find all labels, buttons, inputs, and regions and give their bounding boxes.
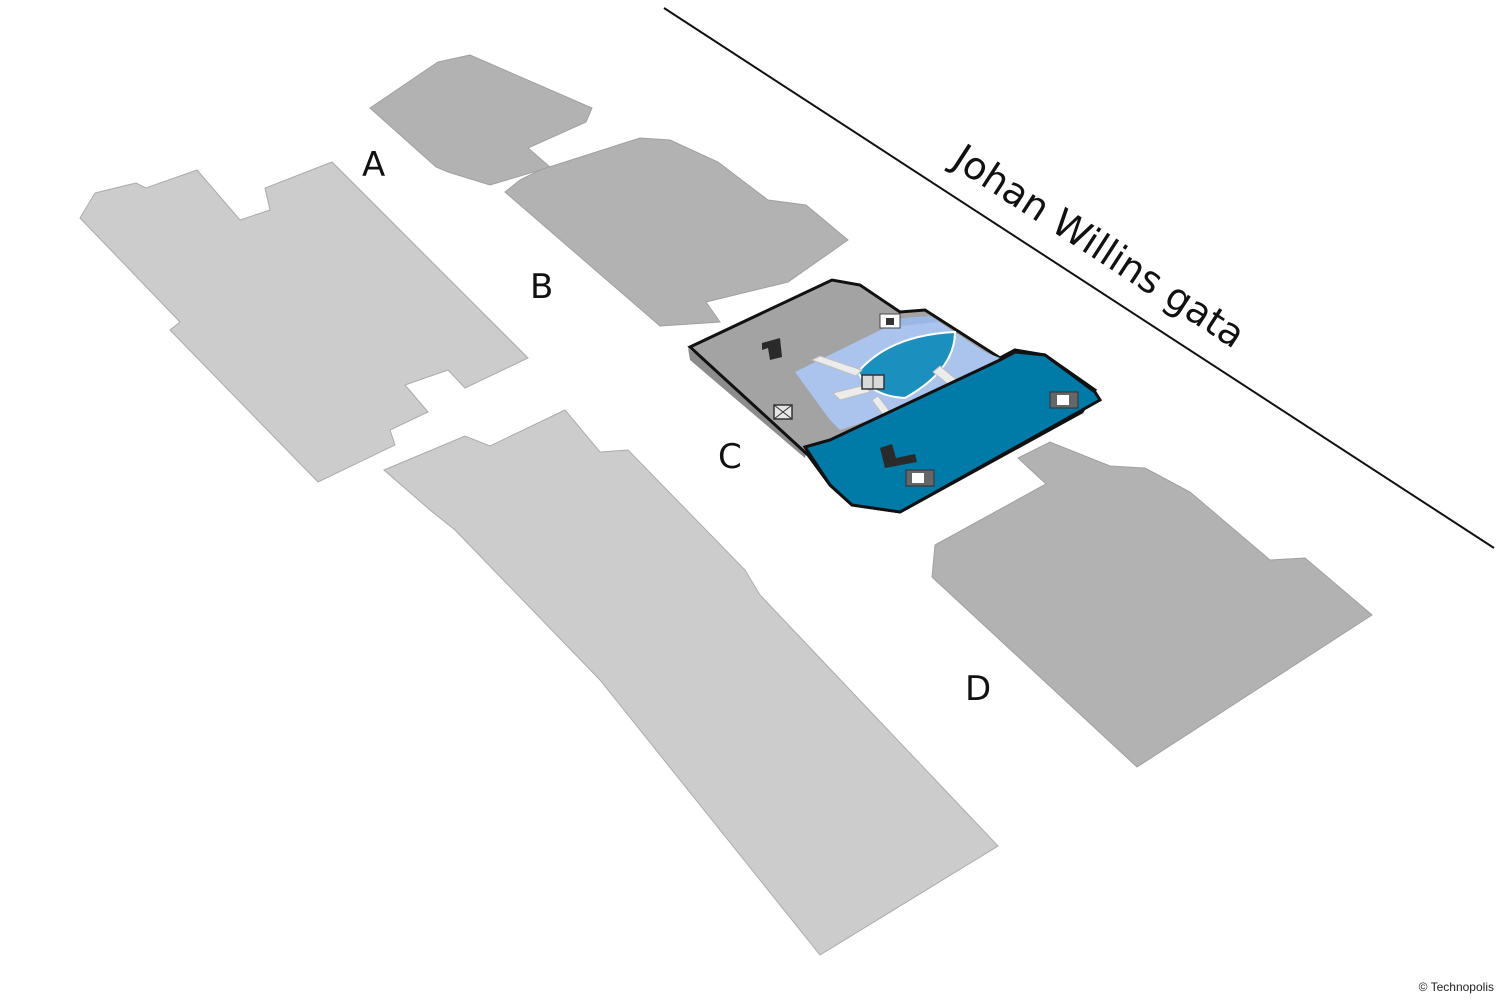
building-label-a: A xyxy=(362,145,385,185)
building-b-north xyxy=(369,54,593,186)
elevator-icon xyxy=(1049,391,1079,409)
bridge-1 xyxy=(810,355,863,377)
elevator-icon xyxy=(879,313,901,329)
stairs-icon xyxy=(880,444,917,468)
building-a-south xyxy=(383,409,999,956)
building-c-grey-side xyxy=(688,348,808,458)
building-c-blue-floor xyxy=(802,350,1103,514)
building-label-b: B xyxy=(530,267,553,307)
bridge-2 xyxy=(832,384,871,401)
building-label-c: C xyxy=(718,437,742,477)
street-label: Johan Willins gata xyxy=(943,135,1253,357)
street-line xyxy=(663,7,1495,549)
elevator-icon xyxy=(861,374,885,390)
building-b-south xyxy=(504,137,849,327)
elevator-icon xyxy=(905,469,935,487)
copyright-notice: © Technopolis xyxy=(1418,980,1494,994)
building-label-d: D xyxy=(965,669,991,709)
building-a-west xyxy=(79,161,529,483)
elevator-icon xyxy=(773,404,793,420)
stairs-icon xyxy=(762,338,782,360)
building-d xyxy=(931,441,1373,768)
